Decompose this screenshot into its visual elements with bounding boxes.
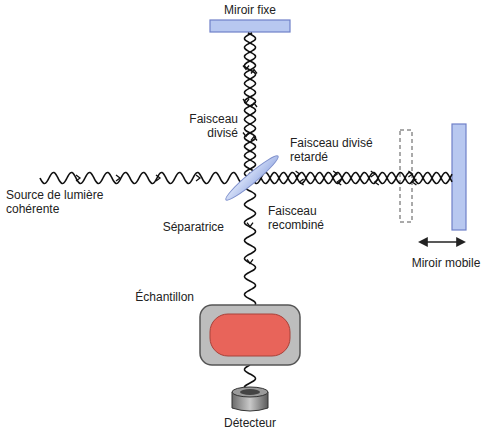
- label-holder: Miroir mobile: [396, 256, 496, 270]
- part-label: Détecteur: [190, 416, 310, 430]
- beam-arrow: [251, 70, 257, 74]
- beam-arrow: [243, 133, 249, 137]
- light-wave: [244, 33, 255, 178]
- light-wave: [252, 172, 452, 183]
- label-holder: Faisceau divisé retardé: [290, 136, 390, 164]
- beam-arrow: [196, 175, 200, 181]
- light-wave: [244, 33, 255, 178]
- beam-arrow: [300, 179, 304, 185]
- part-label: Faisceau divisé: [176, 112, 238, 140]
- label-holder: Faisceau recombiné: [268, 204, 338, 232]
- label-holder: Miroir fixe: [200, 3, 300, 17]
- beam-arrow: [243, 66, 249, 70]
- motion-arrow: [420, 241, 464, 242]
- beam-arrow: [375, 179, 379, 185]
- label-holder: Détecteur: [190, 416, 310, 430]
- detector-lens: [240, 389, 260, 395]
- beam-arrow: [337, 179, 341, 185]
- label-holder: Échantillon: [100, 290, 194, 304]
- light-wave: [40, 172, 250, 183]
- beam-arrow: [116, 175, 120, 181]
- beam-arrow: [333, 171, 337, 177]
- part-label: Miroir mobile: [396, 256, 496, 270]
- beam-arrow: [243, 99, 249, 103]
- label-holder: Faisceau divisé: [176, 112, 238, 140]
- part-label: Faisceau divisé retardé: [290, 136, 390, 164]
- sample-holder: [200, 305, 300, 365]
- mobile-mirror: [452, 124, 466, 230]
- light-wave: [244, 365, 255, 387]
- beam-arrow: [247, 223, 253, 227]
- beam-arrow: [251, 103, 257, 107]
- label-holder: Séparatrice: [150, 220, 224, 234]
- sample: [210, 314, 290, 356]
- part-label: Faisceau recombiné: [268, 204, 338, 232]
- fixed-mirror: [210, 20, 290, 32]
- label-holder: Source de lumière cohérente: [6, 188, 116, 216]
- beam-arrow: [247, 259, 253, 263]
- detector-rim: [232, 387, 268, 397]
- part-label: Source de lumière cohérente: [6, 188, 116, 216]
- beam-arrow: [251, 137, 257, 141]
- part-label: Échantillon: [100, 290, 194, 304]
- beam-arrow: [412, 179, 416, 185]
- beam-arrow: [156, 175, 160, 181]
- beam-arrow: [408, 171, 412, 177]
- beam-arrow: [296, 171, 300, 177]
- beam-arrow: [76, 175, 80, 181]
- part-label: Séparatrice: [150, 220, 224, 234]
- beam-splitter: [223, 152, 282, 203]
- light-wave: [252, 172, 452, 183]
- part-label: Miroir fixe: [200, 3, 300, 17]
- light-beams: [40, 33, 452, 387]
- beam-arrow: [371, 171, 375, 177]
- light-wave: [244, 182, 255, 305]
